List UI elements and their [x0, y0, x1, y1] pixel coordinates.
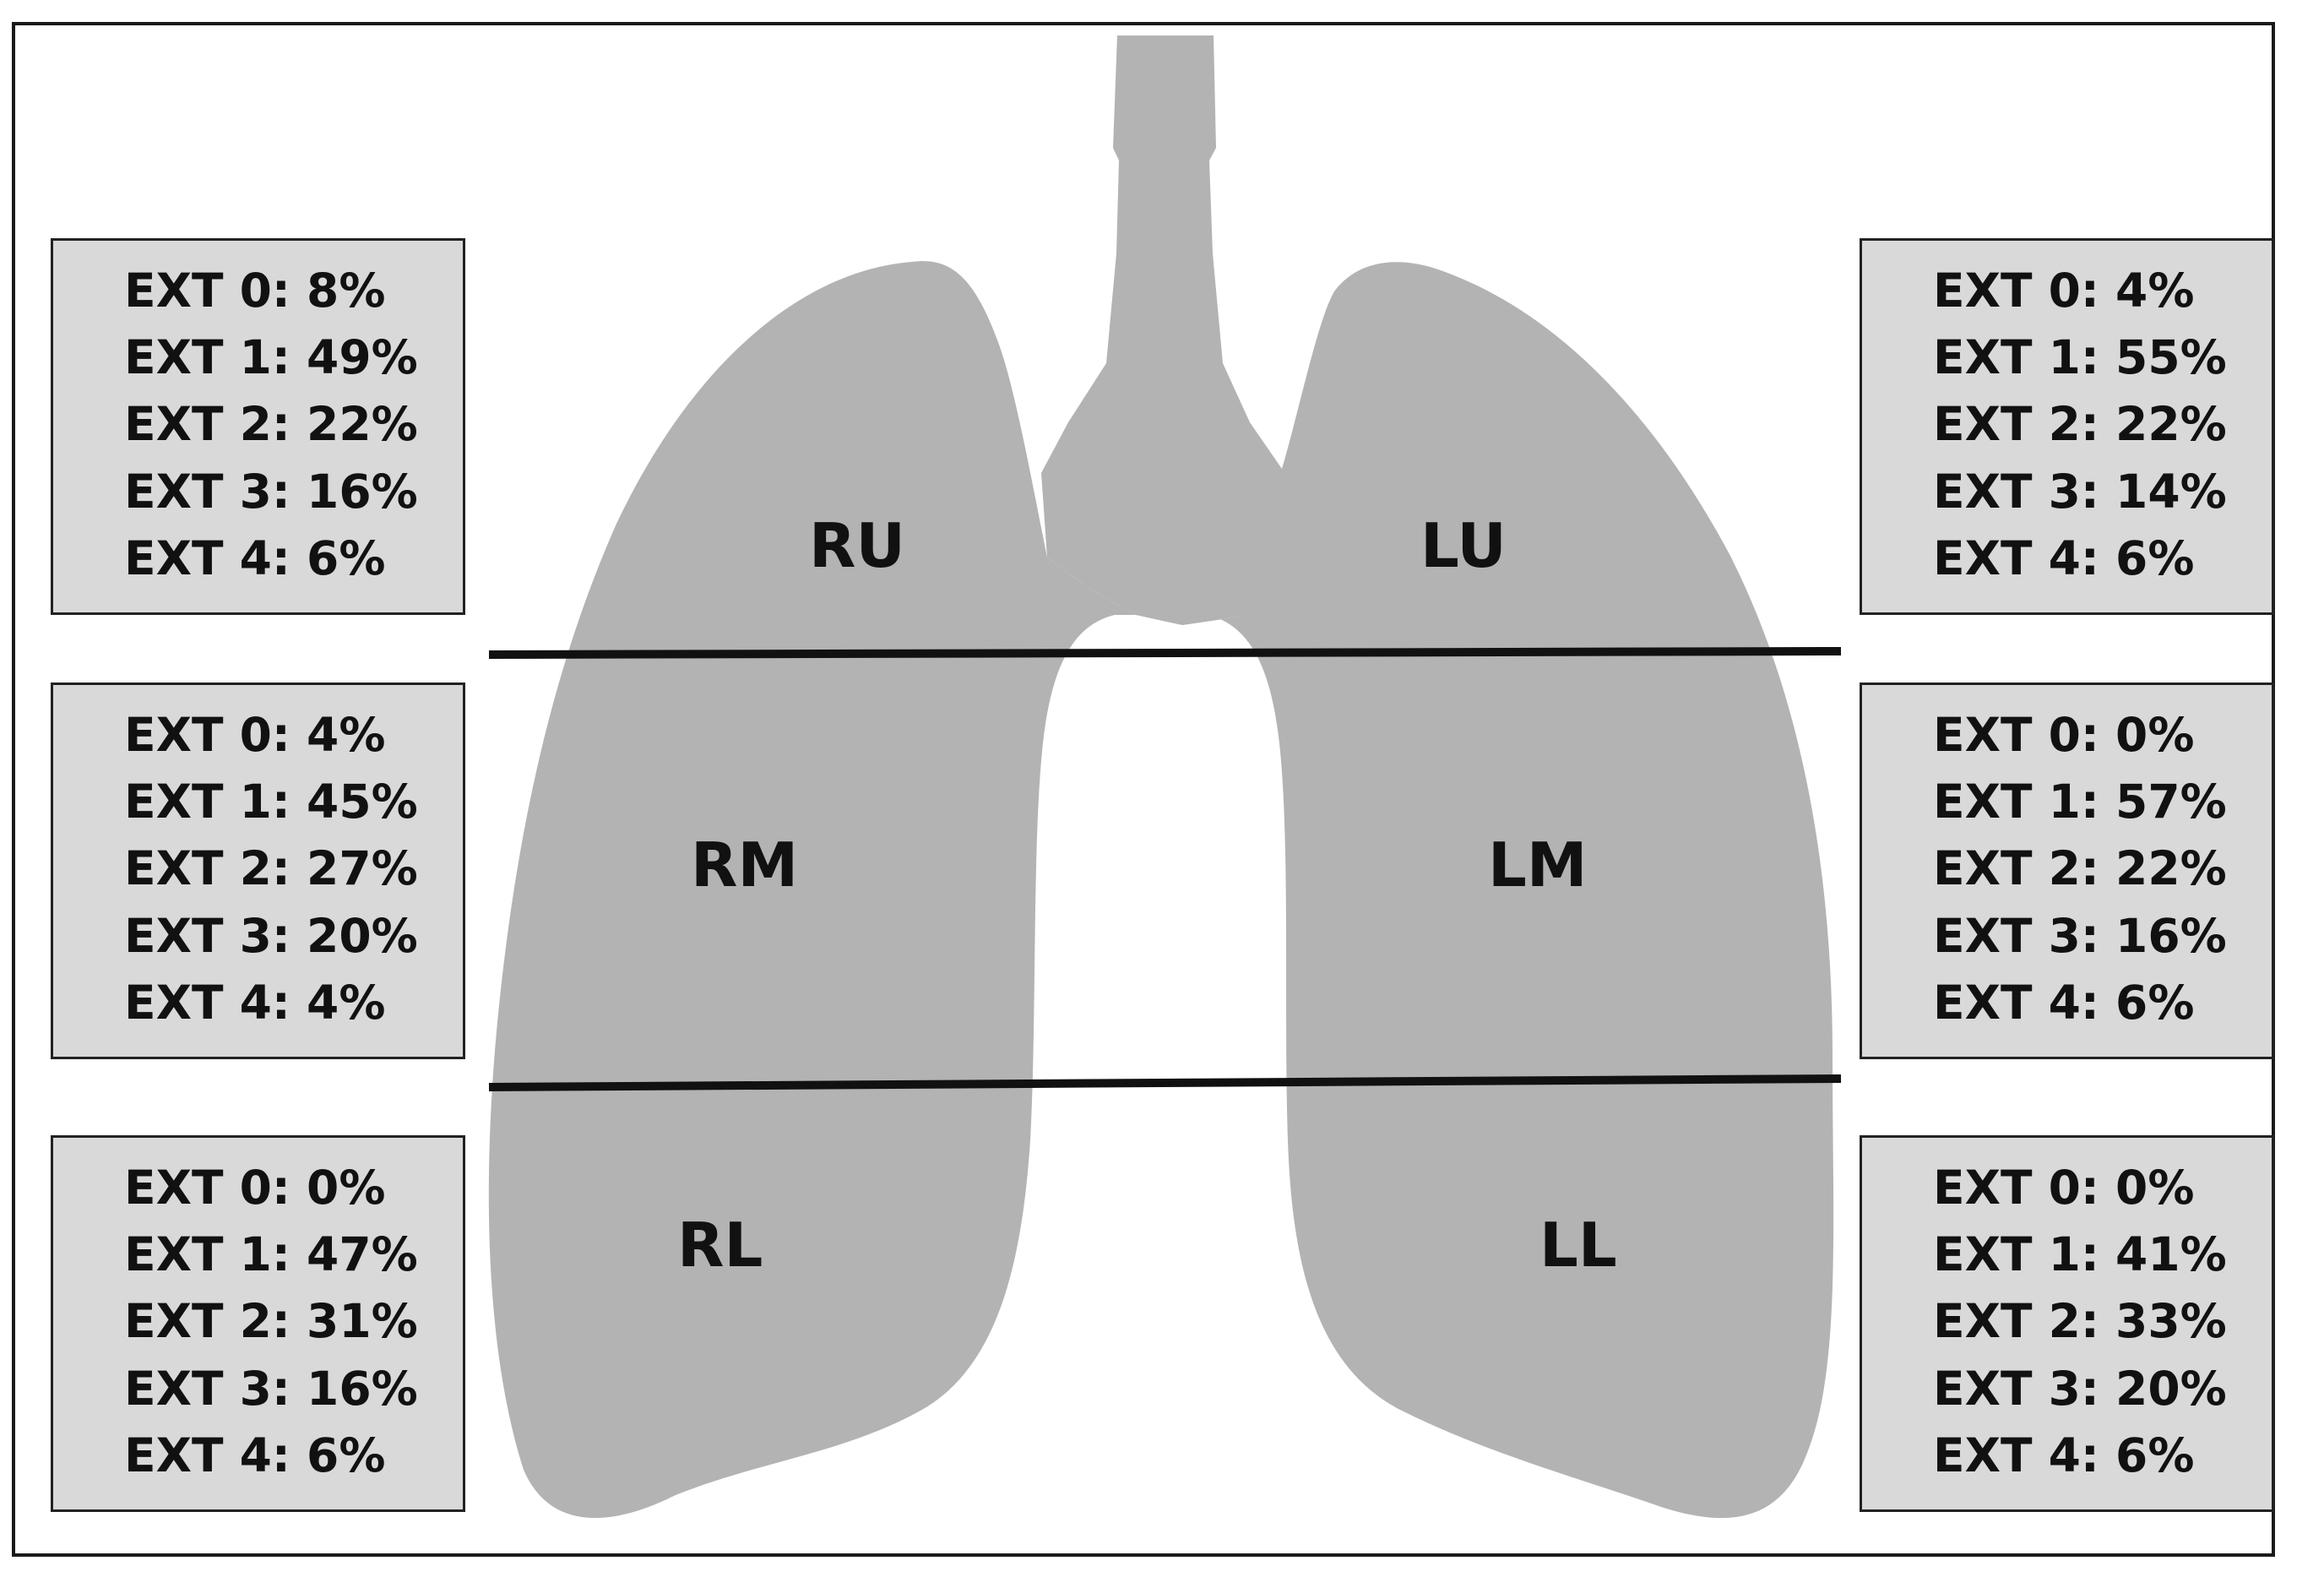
ext-row: EXT 4: 6%	[1933, 1428, 2195, 1482]
ext-row: EXT 0: 8%	[124, 264, 386, 318]
ext-row: EXT 1: 57%	[1933, 775, 2227, 829]
ext-row: EXT 1: 41%	[1933, 1227, 2227, 1281]
ext-row: EXT 3: 20%	[124, 909, 418, 963]
ext-panel-ru: EXT 0: 8% EXT 1: 49% EXT 2: 22% EXT 3: 1…	[51, 238, 465, 615]
right-lung	[488, 261, 1136, 1519]
ext-row: EXT 2: 33%	[1933, 1294, 2227, 1348]
ext-row: EXT 2: 22%	[124, 397, 418, 451]
ext-panel-rl: EXT 0: 0% EXT 1: 47% EXT 2: 31% EXT 3: 1…	[51, 1135, 465, 1512]
ext-panel-lu: EXT 0: 4% EXT 1: 55% EXT 2: 22% EXT 3: 1…	[1860, 238, 2274, 615]
ext-row: EXT 0: 0%	[1933, 708, 2195, 762]
divider-upper-middle	[488, 647, 1842, 659]
ext-row: EXT 0: 4%	[1933, 264, 2195, 318]
left-lung	[1182, 262, 1834, 1519]
ext-row: EXT 3: 16%	[124, 1362, 418, 1416]
ext-row: EXT 3: 20%	[1933, 1362, 2227, 1416]
region-label-ll: LL	[1539, 1210, 1617, 1281]
ext-row: EXT 1: 49%	[124, 330, 418, 384]
ext-panel-ll: EXT 0: 0% EXT 1: 41% EXT 2: 33% EXT 3: 2…	[1860, 1135, 2274, 1512]
ext-row: EXT 3: 16%	[1933, 909, 2227, 963]
ext-row: EXT 4: 6%	[124, 1428, 386, 1482]
region-label-ru: RU	[809, 510, 905, 581]
ext-row: EXT 2: 22%	[1933, 841, 2227, 895]
ext-row: EXT 2: 27%	[124, 841, 418, 895]
ext-row: EXT 1: 45%	[124, 775, 418, 829]
trachea	[1041, 35, 1282, 625]
region-label-rm: RM	[691, 829, 799, 900]
region-label-lm: LM	[1488, 829, 1588, 900]
ext-row: EXT 4: 4%	[124, 976, 386, 1030]
ext-row: EXT 3: 14%	[1933, 465, 2227, 519]
region-label-lu: LU	[1420, 510, 1507, 581]
ext-row: EXT 3: 16%	[124, 465, 418, 519]
ext-row: EXT 2: 22%	[1933, 397, 2227, 451]
ext-row: EXT 0: 0%	[124, 1161, 386, 1215]
ext-panel-rm: EXT 0: 4% EXT 1: 45% EXT 2: 27% EXT 3: 2…	[51, 683, 465, 1059]
lungs-silhouette	[488, 35, 1834, 1519]
ext-row: EXT 1: 55%	[1933, 330, 2227, 384]
ext-row: EXT 1: 47%	[124, 1227, 418, 1281]
ext-row: EXT 4: 6%	[1933, 531, 2195, 585]
ext-row: EXT 4: 6%	[124, 531, 386, 585]
ext-row: EXT 2: 31%	[124, 1294, 418, 1348]
divider-middle-lower	[488, 1074, 1842, 1091]
ext-row: EXT 0: 0%	[1933, 1161, 2195, 1215]
region-label-rl: RL	[677, 1210, 763, 1281]
ext-panel-lm: EXT 0: 0% EXT 1: 57% EXT 2: 22% EXT 3: 1…	[1860, 683, 2274, 1059]
ext-row: EXT 4: 6%	[1933, 976, 2195, 1030]
ext-row: EXT 0: 4%	[124, 708, 386, 762]
